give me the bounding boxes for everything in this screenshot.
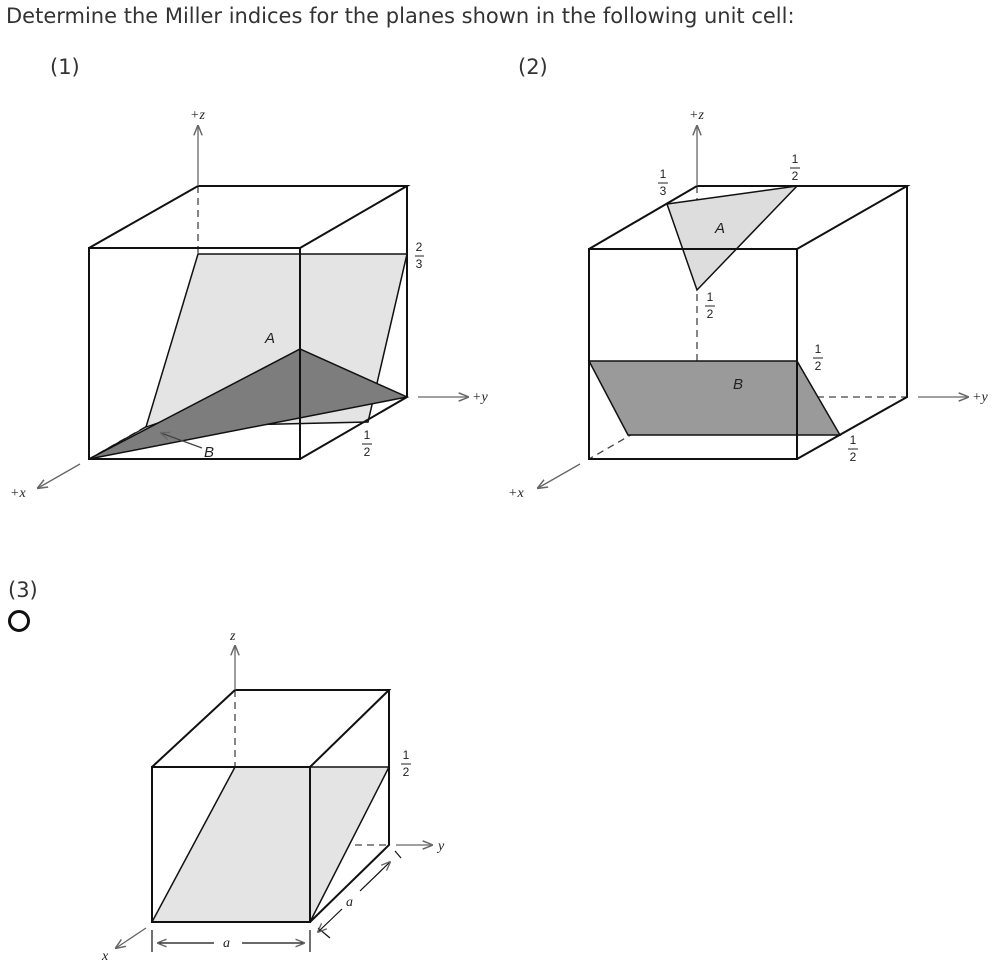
y-axis-label-2: +y bbox=[972, 390, 988, 405]
x-axis-label-2: +x bbox=[508, 486, 524, 501]
svg-text:1: 1 bbox=[364, 428, 371, 442]
edge-label-a-bottom: a bbox=[223, 936, 230, 951]
fraction-1-2-3: 1 2 bbox=[401, 748, 411, 779]
svg-text:1: 1 bbox=[815, 342, 822, 356]
unit-cell-2: +z +y +x A B 1 3 1 2 1 2 1 2 1 2 bbox=[508, 108, 988, 501]
cube-right-edges bbox=[299, 186, 408, 460]
part-1-label: (1) bbox=[50, 55, 80, 79]
dim-line-a-diag-low bbox=[318, 908, 343, 932]
dim-line-a-diag-high bbox=[359, 862, 390, 892]
fraction-1-2: 1 2 bbox=[362, 428, 372, 459]
svg-text:2: 2 bbox=[792, 169, 799, 183]
unit-cell-3: z y x a a 1 2 bbox=[101, 629, 445, 964]
plane-b-1 bbox=[88, 348, 410, 460]
unit-cell-1: +z +y +x A B 2 3 1 2 bbox=[10, 108, 488, 501]
plane-b-pointer-1 bbox=[161, 433, 203, 449]
svg-text:3: 3 bbox=[416, 257, 423, 271]
svg-text:1: 1 bbox=[660, 167, 667, 181]
x-axis-label-3: x bbox=[101, 949, 109, 964]
x-axis-1 bbox=[38, 463, 81, 488]
fraction-2-3: 2 3 bbox=[415, 240, 424, 271]
svg-text:1: 1 bbox=[403, 748, 410, 762]
svg-text:1: 1 bbox=[850, 433, 857, 447]
question-text: Determine the Miller indices for the pla… bbox=[6, 4, 795, 28]
plane-label-a-2: A bbox=[714, 220, 725, 237]
cube-top-edges bbox=[88, 185, 411, 249]
svg-text:2: 2 bbox=[850, 450, 857, 464]
y-axis-label-1: +y bbox=[472, 390, 488, 405]
cube-top-edges bbox=[588, 185, 911, 250]
dim-tick bbox=[394, 850, 402, 859]
fraction-1-2-bottom: 1 2 bbox=[848, 433, 858, 464]
plane-3 bbox=[150, 766, 391, 923]
part-2-label: (2) bbox=[518, 55, 548, 79]
svg-text:3: 3 bbox=[660, 184, 667, 198]
x-axis-2 bbox=[538, 463, 581, 488]
plane-b-2 bbox=[587, 360, 842, 436]
cube-top-edges bbox=[151, 689, 392, 768]
z-axis-label-3: z bbox=[229, 629, 236, 644]
plane-a-2 bbox=[665, 184, 800, 292]
svg-text:2: 2 bbox=[364, 445, 371, 459]
svg-text:1: 1 bbox=[792, 152, 799, 166]
plane-label-b-1: B bbox=[204, 444, 214, 461]
cube-right-edges bbox=[796, 186, 908, 460]
part-3-label: (3) bbox=[8, 578, 38, 602]
z-axis-label-2: +z bbox=[689, 108, 704, 123]
cube-right-edges bbox=[309, 690, 390, 923]
svg-text:2: 2 bbox=[707, 307, 714, 321]
fraction-1-2-right: 1 2 bbox=[813, 342, 823, 373]
svg-text:2: 2 bbox=[403, 765, 410, 779]
fraction-1-2-z: 1 2 bbox=[705, 290, 715, 321]
plane-label-b-2: B bbox=[733, 376, 743, 393]
fraction-1-3: 1 3 bbox=[658, 167, 668, 198]
x-axis-label-1: +x bbox=[10, 486, 26, 501]
z-axis-label-1: +z bbox=[190, 108, 205, 123]
edge-label-a-diagonal: a bbox=[346, 895, 353, 910]
plane-label-a-1: A bbox=[264, 330, 275, 347]
svg-text:2: 2 bbox=[815, 359, 822, 373]
fraction-1-2-top: 1 2 bbox=[790, 152, 800, 183]
y-axis-label-3: y bbox=[436, 839, 445, 854]
x-axis-3 bbox=[116, 927, 147, 948]
cursor-ring-icon bbox=[8, 610, 30, 632]
svg-text:1: 1 bbox=[707, 290, 714, 304]
svg-text:2: 2 bbox=[416, 240, 423, 254]
